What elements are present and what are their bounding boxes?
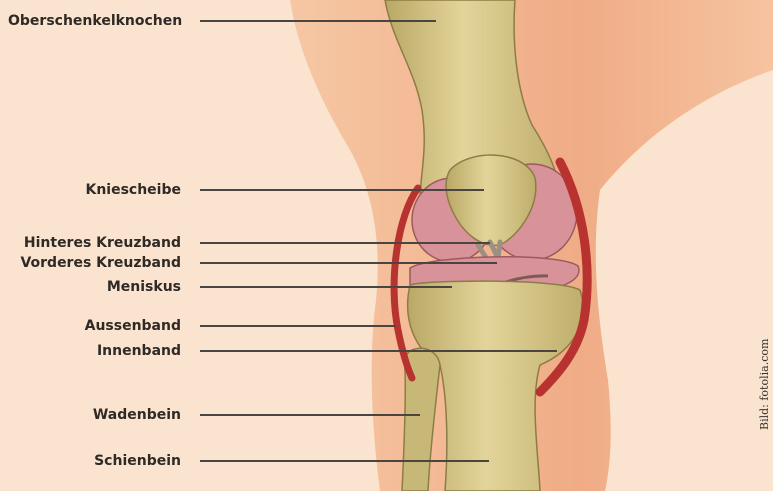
label-medial-ligament: Innenband — [97, 343, 181, 359]
label-posterior-cruciate-ligament: Hinteres Kreuzband — [24, 235, 181, 251]
label-anterior-cruciate-ligament: Vorderes Kreuzband — [20, 255, 181, 271]
label-lateral-ligament: Aussenband — [85, 318, 181, 334]
label-tibia: Schienbein — [94, 453, 181, 469]
label-patella: Kniescheibe — [85, 182, 181, 198]
label-fibula: Wadenbein — [93, 407, 181, 423]
image-credit: Bild: fotolia.com — [758, 339, 771, 430]
label-femur: Oberschenkelknochen — [8, 13, 182, 29]
label-meniscus: Meniskus — [107, 279, 181, 295]
